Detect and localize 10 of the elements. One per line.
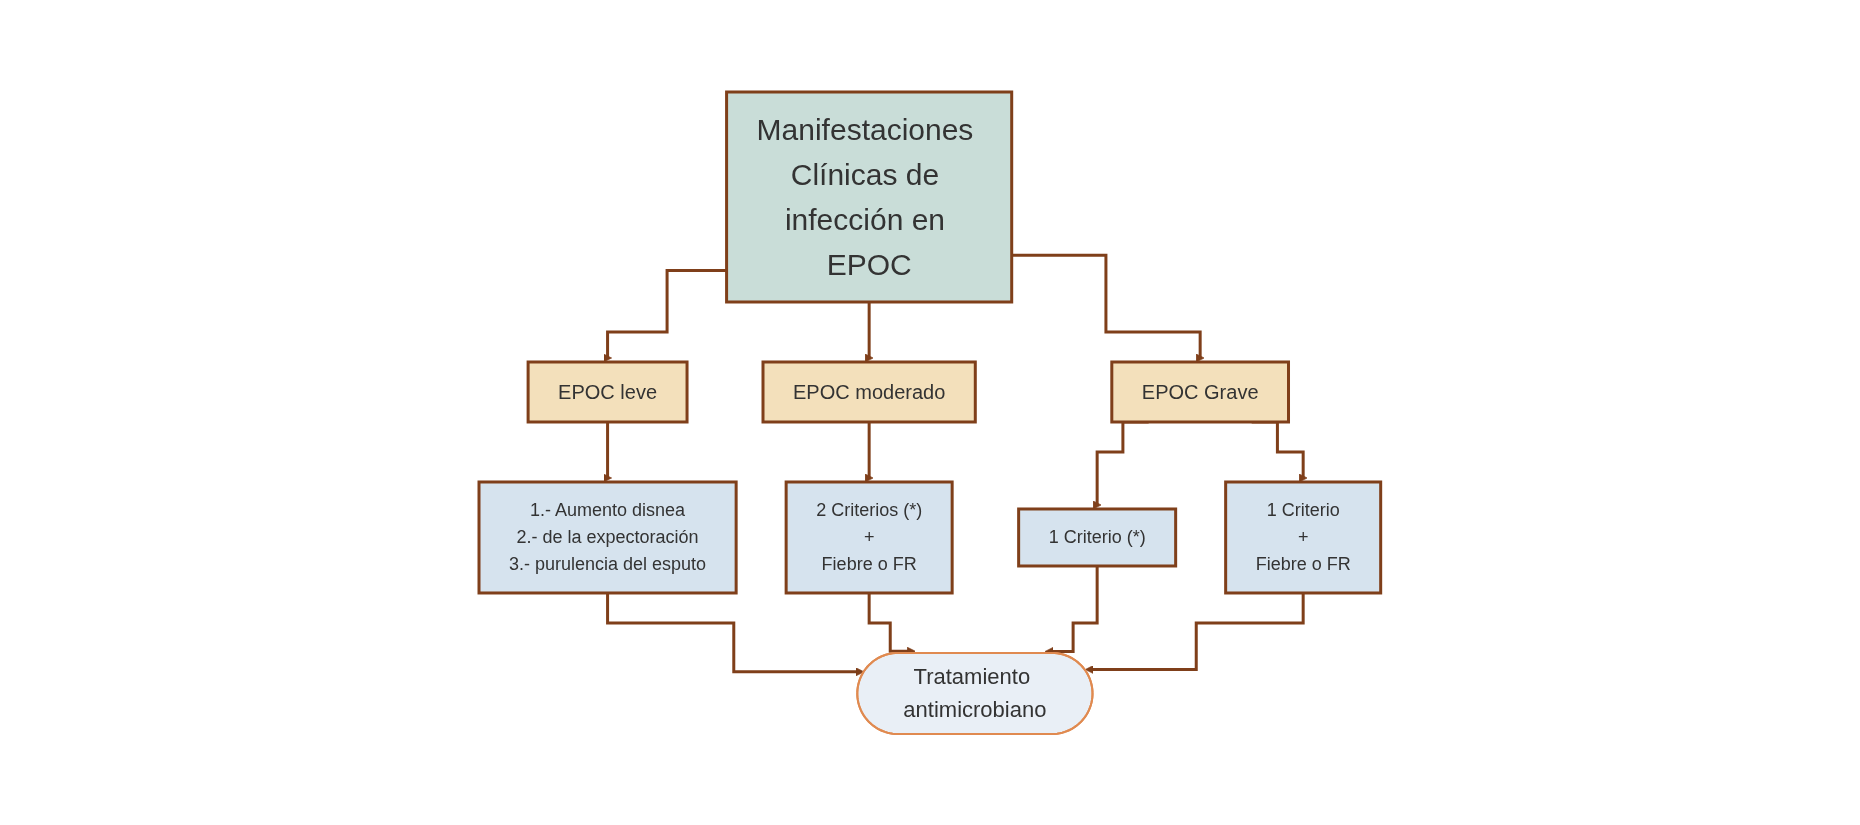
node-box: 2 Criterios (*) + Fiebre o FR (784, 480, 954, 594)
node-box: Manifestaciones Clínicas de infección en EPOC (725, 90, 1014, 303)
node-box: EPOC Grave (1110, 360, 1291, 423)
arrow (603, 268, 727, 362)
node-box: 1 Criterio (*) (1017, 507, 1178, 567)
node-box: EPOC moderado (761, 360, 977, 423)
node-box: 1.- Aumento disnea 2.- de la expectoración 3.- purulencia del esputo (477, 480, 738, 594)
node-box: EPOC leve (526, 360, 689, 423)
arrow (1011, 253, 1205, 362)
node-box: 1 Criterio + Fiebre o FR (1224, 480, 1383, 594)
